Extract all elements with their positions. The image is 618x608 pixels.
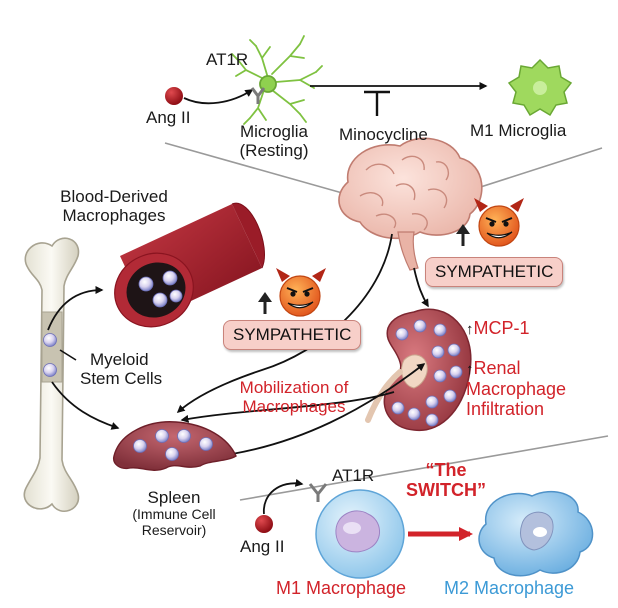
ang2-top-label: Ang II [146,108,191,127]
spleen-line-2: (Immune Cell [132,506,216,523]
mobilization-label: Mobilization of Macrophages [226,378,362,416]
blood-derived-macrophages-label: Blood-Derived Macrophages [52,187,176,225]
spleen-line-1: Spleen [147,488,201,507]
mobilization-line-1: Mobilization of [239,378,349,397]
microglia-resting-line-1: Microglia [239,122,309,141]
angiotensin-ball-icon [255,515,273,533]
inhibition-symbol [364,90,390,116]
mobilization-line-2: Macrophages [242,397,346,417]
microglia-resting-label: Microglia (Resting) [230,122,318,160]
kidney-icon [383,308,472,432]
up-arrow-icon [456,224,470,246]
m2-macrophage-cell-icon [478,490,594,577]
renal-line-1: Renal [473,358,521,378]
myeloid-stem-cells-label: Myeloid Stem Cells [80,350,162,388]
spleen-line-3: Reservoir) [141,521,207,538]
ang2-bottom-label: Ang II [240,537,285,556]
microglia-resting-line-2: (Resting) [239,141,309,161]
m1-macrophage-cell-icon [315,489,405,579]
devil-face-icon [276,268,326,317]
the-switch-label: “The SWITCH” [398,460,494,500]
minocycline-label: Minocycline [339,125,428,144]
blood-vessel-icon [114,202,265,328]
blood-macro-line-2: Macrophages [62,206,166,226]
myeloid-line-1: Myeloid [90,350,149,369]
m1-microglia-label: M1 Microglia [470,121,567,140]
ang2-arrow [263,478,304,515]
switch-line-1: “The [425,460,467,480]
m1-macrophage-label: M1 Macrophage [276,578,407,598]
myeloid-line-2: Stem Cells [80,369,163,389]
sympathetic-badge-left: SYMPATHETIC [223,320,362,350]
mcp1-group: ↑MCP-1 [466,318,530,339]
angiotensin-ball-icon [165,87,183,105]
spleen-label: Spleen (Immune Cell Reservoir) [124,488,224,538]
renal-infiltration-label: ↑Renal Macrophage Infiltration [466,358,566,419]
spleen-icon [113,421,237,471]
renal-up-arrow-icon: ↑ [466,361,474,378]
bone-icon [23,237,80,513]
at1r-top-label: AT1R [206,50,249,69]
receptor-icon [308,483,328,502]
up-arrow-icon [258,292,272,314]
sympathetic-badge-right: SYMPATHETIC [425,257,564,287]
m2-macrophage-label: M2 Macrophage [444,578,575,598]
switch-line-2: SWITCH” [406,480,486,501]
renal-line-2: Macrophage [466,378,567,399]
ang2-arrow [183,89,254,105]
renal-line-3: Infiltration [466,398,545,419]
blood-macro-line-1: Blood-Derived [60,187,168,206]
brain-icon [338,137,483,271]
devil-face-icon [474,198,524,247]
mcp1-label: MCP-1 [473,318,530,338]
receptor-icon [250,87,266,104]
at1r-bottom-label: AT1R [332,466,375,485]
mcp1-up-arrow-icon: ↑ [466,321,474,338]
